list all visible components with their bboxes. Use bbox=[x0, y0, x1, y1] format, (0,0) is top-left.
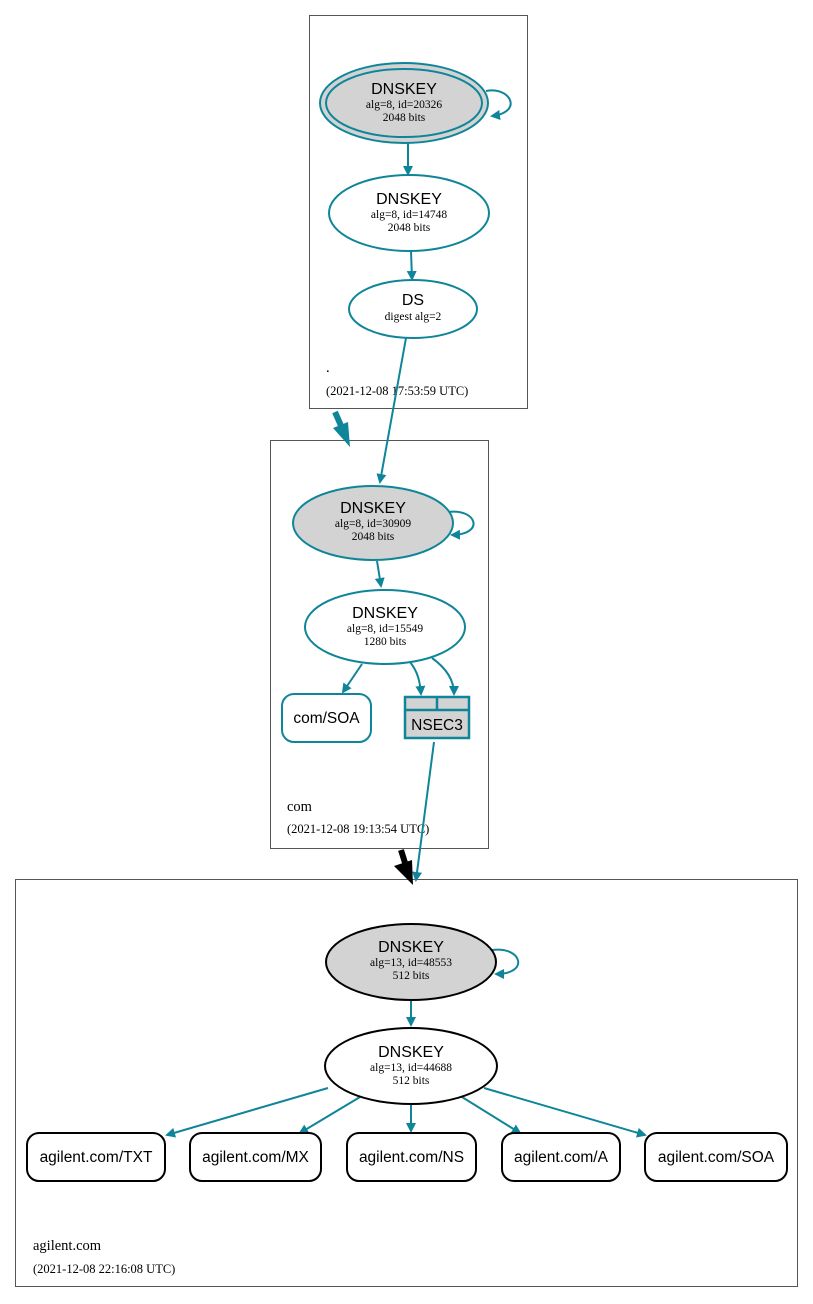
zone-agilent-label: agilent.com bbox=[33, 1238, 102, 1254]
com-nsec3-to-agilent-edge bbox=[412, 741, 435, 882]
ag-mx-label: agilent.com/MX bbox=[202, 1149, 309, 1166]
ag-mx-node: agilent.com/MX bbox=[189, 1132, 322, 1182]
root-ds-digest: digest alg=2 bbox=[385, 311, 442, 323]
root-ds-type: DS bbox=[402, 292, 424, 309]
ag-zsk-bits: 512 bits bbox=[393, 1075, 430, 1087]
root-ksk-alg: alg=8, id=20326 bbox=[366, 99, 442, 111]
ag-ksk-node: DNSKEY alg=13, id=48553 512 bits bbox=[325, 923, 497, 1001]
ag-zsk-to-mx-edge bbox=[298, 1096, 361, 1135]
com-zsk-to-nsec3-edge-2 bbox=[431, 657, 459, 696]
com-ksk-node: DNSKEY alg=8, id=30909 2048 bits bbox=[292, 485, 454, 561]
zone-com-timestamp: (2021-12-08 19:13:54 UTC) bbox=[287, 822, 429, 836]
delegation-com-agilent-arrow bbox=[394, 849, 413, 885]
com-zsk-node: DNSKEY alg=8, id=15549 1280 bits bbox=[304, 589, 466, 665]
ag-txt-label: agilent.com/TXT bbox=[40, 1149, 153, 1166]
root-ds-to-com-ksk-edge bbox=[376, 337, 407, 484]
root-zsk-bits: 2048 bits bbox=[388, 222, 431, 234]
ag-ksk-self-edge bbox=[491, 948, 519, 979]
com-ksk-bits: 2048 bits bbox=[352, 531, 395, 543]
ag-zsk-node: DNSKEY alg=13, id=44688 512 bits bbox=[324, 1027, 498, 1105]
ag-ns-node: agilent.com/NS bbox=[346, 1132, 477, 1182]
root-zsk-to-ds-edge bbox=[406, 250, 417, 281]
com-zsk-to-soa-edge bbox=[341, 663, 363, 694]
com-nsec3-node: NSEC3 bbox=[403, 695, 471, 740]
com-soa-node: com/SOA bbox=[281, 693, 372, 743]
root-zsk-type: DNSKEY bbox=[376, 191, 442, 208]
zone-agilent-timestamp: (2021-12-08 22:16:08 UTC) bbox=[33, 1262, 175, 1276]
ag-zsk-to-a-edge bbox=[461, 1096, 522, 1135]
zone-com-label: com bbox=[287, 799, 313, 815]
ag-soa-node: agilent.com/SOA bbox=[644, 1132, 788, 1182]
zone-root-label: . bbox=[326, 360, 330, 376]
root-ksk-bits: 2048 bits bbox=[383, 112, 426, 124]
ag-soa-label: agilent.com/SOA bbox=[658, 1149, 775, 1166]
delegation-root-com-arrow bbox=[332, 410, 350, 447]
com-ksk-to-zsk-edge bbox=[374, 560, 385, 588]
com-ksk-self-edge bbox=[447, 510, 475, 540]
com-zsk-bits: 1280 bits bbox=[364, 636, 407, 648]
ag-zsk-to-txt-edge bbox=[165, 1087, 329, 1138]
com-zsk-alg: alg=8, id=15549 bbox=[347, 623, 423, 635]
com-nsec3-label: NSEC3 bbox=[411, 717, 463, 734]
ag-ns-label: agilent.com/NS bbox=[359, 1149, 464, 1166]
ag-zsk-alg: alg=13, id=44688 bbox=[370, 1062, 452, 1074]
com-ksk-type: DNSKEY bbox=[340, 500, 406, 517]
ag-a-label: agilent.com/A bbox=[514, 1149, 609, 1166]
root-zsk-node: DNSKEY alg=8, id=14748 2048 bits bbox=[328, 174, 490, 252]
ag-zsk-to-soa-edge bbox=[483, 1087, 647, 1138]
com-soa-label: com/SOA bbox=[293, 710, 360, 727]
com-zsk-type: DNSKEY bbox=[352, 605, 418, 622]
ag-zsk-type: DNSKEY bbox=[378, 1044, 444, 1061]
root-ds-node: DS digest alg=2 bbox=[348, 279, 478, 339]
root-ksk-type: DNSKEY bbox=[371, 81, 437, 98]
com-ksk-alg: alg=8, id=30909 bbox=[335, 518, 411, 530]
ag-ksk-type: DNSKEY bbox=[378, 939, 444, 956]
ag-ksk-bits: 512 bits bbox=[393, 970, 430, 982]
root-ksk-node: DNSKEY alg=8, id=20326 2048 bits bbox=[319, 62, 489, 144]
ag-txt-node: agilent.com/TXT bbox=[26, 1132, 166, 1182]
ag-ksk-alg: alg=13, id=48553 bbox=[370, 957, 452, 969]
root-zsk-alg: alg=8, id=14748 bbox=[371, 209, 447, 221]
com-zsk-to-nsec3-edge-1 bbox=[409, 661, 426, 696]
root-ksk-self-edge bbox=[485, 89, 512, 120]
ag-a-node: agilent.com/A bbox=[501, 1132, 621, 1182]
